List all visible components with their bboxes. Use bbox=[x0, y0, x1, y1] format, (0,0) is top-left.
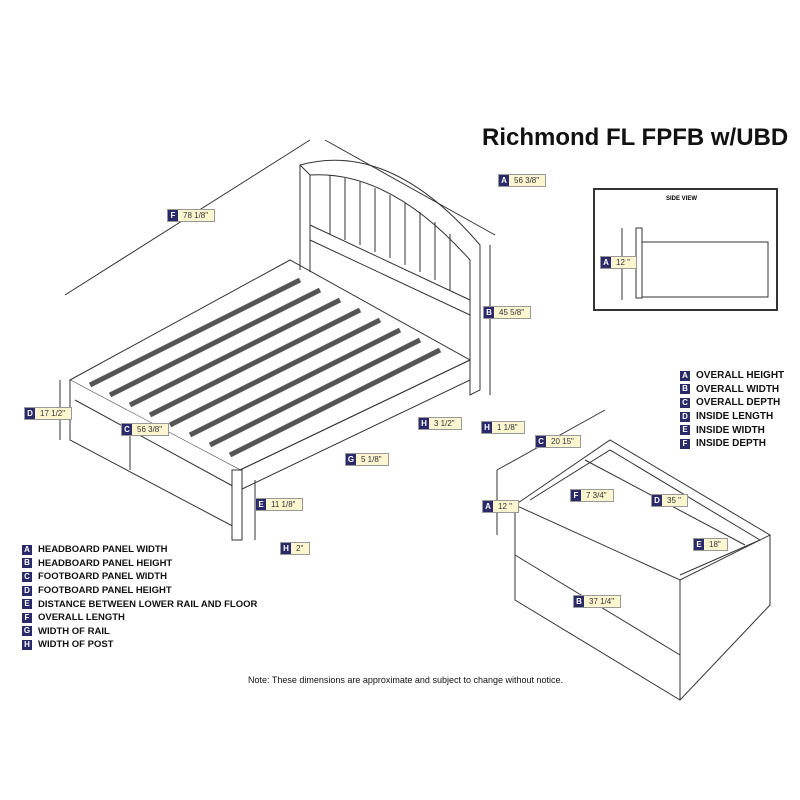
side-view-title: SIDE VIEW bbox=[666, 196, 698, 202]
bed-slats bbox=[88, 277, 442, 458]
headboard-slats bbox=[329, 175, 451, 290]
page-title: Richmond FL FPFB w/UBD bbox=[482, 124, 789, 151]
disclaimer-note: Note: These dimensions are approximate a… bbox=[248, 675, 564, 685]
